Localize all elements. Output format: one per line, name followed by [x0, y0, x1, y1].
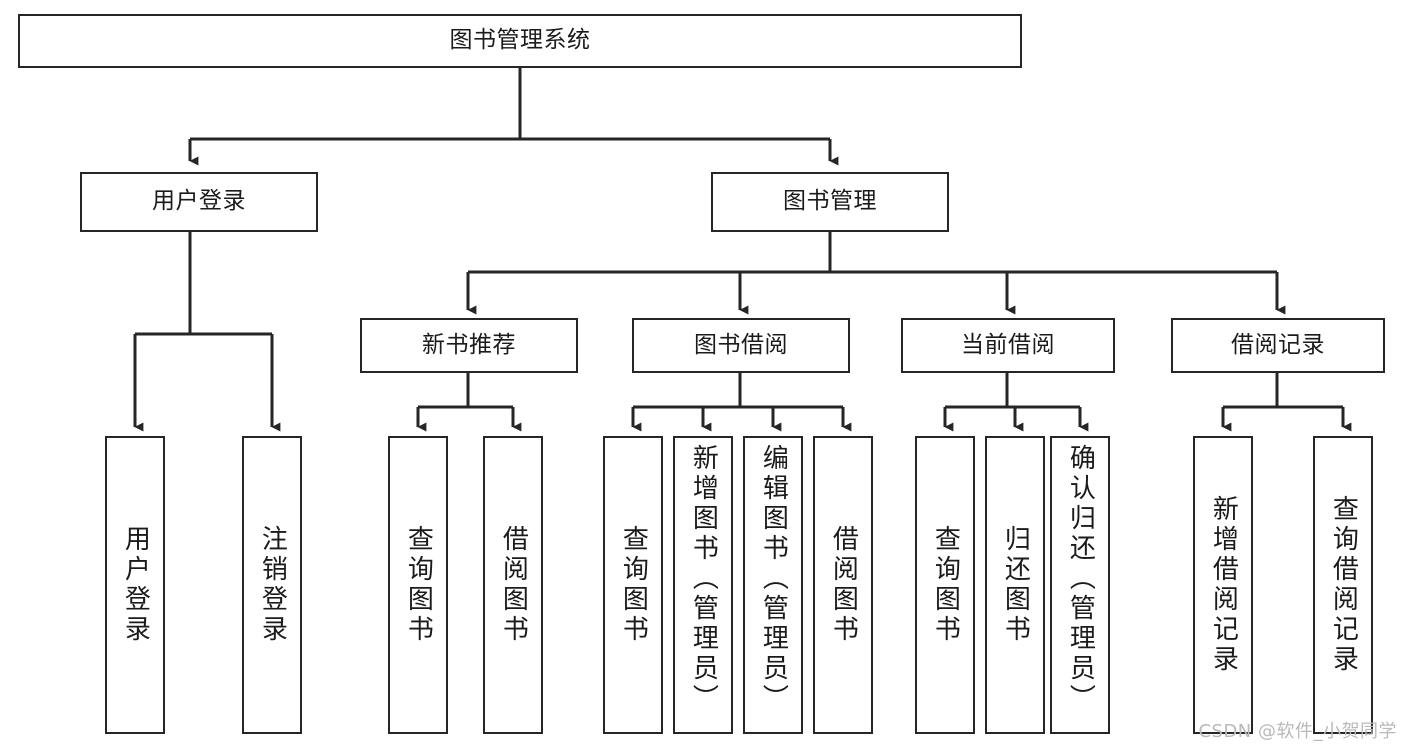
node-leaf-borrow-book-1[interactable]: 借阅图书: [483, 436, 543, 734]
node-leaf-query-book-1-label: 查询图书: [403, 525, 434, 645]
node-leaf-borrow-book-2-label: 借阅图书: [828, 525, 859, 645]
node-leaf-query-record[interactable]: 查询借阅记录: [1313, 436, 1373, 734]
node-current-borrow-label: 当前借阅: [961, 331, 1055, 358]
node-current-borrow[interactable]: 当前借阅: [901, 318, 1115, 373]
node-leaf-logout-login-label: 注销登录: [257, 525, 288, 645]
node-new-book-recommend-label: 新书推荐: [422, 331, 516, 358]
node-leaf-add-record-label: 新增借阅记录: [1208, 495, 1239, 675]
node-leaf-query-book-2-label: 查询图书: [618, 525, 649, 645]
node-leaf-confirm-return-label: 确认归还（管理员）: [1065, 444, 1096, 714]
node-leaf-return-book-label: 归还图书: [1000, 525, 1031, 645]
node-leaf-query-book-3[interactable]: 查询图书: [915, 436, 975, 734]
node-leaf-borrow-book-1-label: 借阅图书: [498, 525, 529, 645]
node-book-borrow-label: 图书借阅: [694, 331, 788, 358]
node-leaf-return-book[interactable]: 归还图书: [985, 436, 1045, 734]
node-leaf-logout-login[interactable]: 注销登录: [242, 436, 302, 734]
node-leaf-query-record-label: 查询借阅记录: [1328, 495, 1359, 675]
node-book-manage-label: 图书管理: [783, 188, 877, 215]
node-leaf-query-book-3-label: 查询图书: [930, 525, 961, 645]
node-leaf-user-login[interactable]: 用户登录: [105, 436, 165, 734]
node-leaf-add-book[interactable]: 新增图书（管理员）: [673, 436, 733, 734]
node-root[interactable]: 图书管理系统: [18, 14, 1022, 68]
node-borrow-record[interactable]: 借阅记录: [1171, 318, 1385, 373]
node-root-label: 图书管理系统: [449, 27, 591, 54]
node-leaf-add-book-label: 新增图书（管理员）: [688, 444, 719, 714]
node-book-manage[interactable]: 图书管理: [711, 172, 949, 232]
node-borrow-record-label: 借阅记录: [1231, 331, 1325, 358]
node-user-login-label: 用户登录: [152, 188, 246, 215]
node-leaf-user-login-label: 用户登录: [120, 525, 151, 645]
node-leaf-borrow-book-2[interactable]: 借阅图书: [813, 436, 873, 734]
node-leaf-confirm-return[interactable]: 确认归还（管理员）: [1050, 436, 1110, 734]
node-leaf-edit-book[interactable]: 编辑图书（管理员）: [743, 436, 803, 734]
node-book-borrow[interactable]: 图书借阅: [632, 318, 850, 373]
node-new-book-recommend[interactable]: 新书推荐: [360, 318, 578, 373]
node-leaf-query-book-2[interactable]: 查询图书: [603, 436, 663, 734]
node-leaf-query-book-1[interactable]: 查询图书: [388, 436, 448, 734]
csdn-watermark: CSDN @软件_小贺同学: [1198, 721, 1397, 742]
node-user-login[interactable]: 用户登录: [80, 172, 318, 232]
node-leaf-edit-book-label: 编辑图书（管理员）: [758, 444, 789, 714]
node-leaf-add-record[interactable]: 新增借阅记录: [1193, 436, 1253, 734]
